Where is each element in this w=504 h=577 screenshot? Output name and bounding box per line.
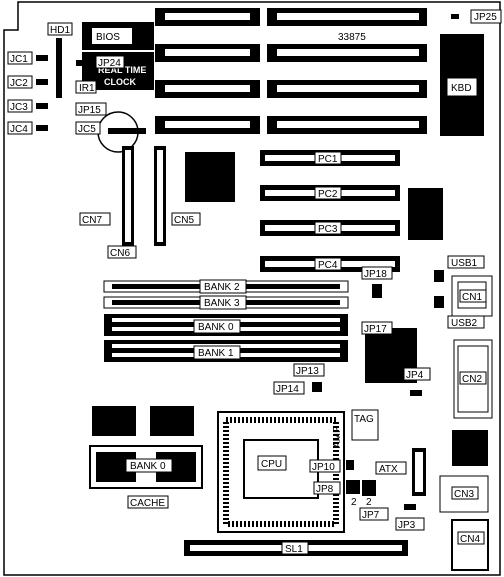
jc1-label: JC1 [10, 54, 28, 65]
jp13-jumper[interactable]: JP13 [293, 363, 325, 377]
usb-port-2 [434, 296, 444, 308]
cache-label-box: CACHE [127, 495, 169, 509]
hd1-label: HD1 [50, 25, 70, 36]
ir1-header[interactable]: IR1 [75, 80, 97, 94]
pci-slot-2: PC2 [260, 185, 400, 201]
atx-label: ATX [379, 464, 398, 475]
cn7-cn6-headers [122, 146, 166, 246]
cn5-connector[interactable]: CN5 [171, 212, 201, 226]
chipset-north [185, 152, 235, 202]
bank-3-label: BANK 3 [204, 298, 240, 309]
jp7-label: JP7 [362, 510, 380, 521]
pci-slot-3: PC3 [260, 220, 400, 236]
jp15-label: JP15 [78, 105, 101, 116]
jp3-label: JP3 [398, 520, 416, 531]
pci-slot-1: PC1 [260, 150, 400, 166]
sl1-label: SL1 [285, 544, 303, 555]
jp13-label: JP13 [296, 366, 319, 377]
kbd-label: KBD [451, 83, 472, 94]
sl1-slot: SL1 [184, 540, 408, 556]
jp17-jumper[interactable]: JP17 [361, 321, 393, 335]
rtc-label-line2: CLOCK [104, 77, 136, 87]
jp4-jumper[interactable]: JP4 [403, 367, 431, 396]
cn7-label: CN7 [82, 215, 102, 226]
cpu-label: CPU [261, 459, 282, 470]
cn3-connector[interactable]: CN3 [439, 430, 489, 513]
jp14-jumper[interactable]: JP14 [273, 381, 322, 395]
pci-4-label: PC4 [318, 260, 338, 271]
usb2-label: USB2 [451, 318, 478, 329]
jp14-label: JP14 [276, 384, 299, 395]
jp8-jumper[interactable]: JP8 2 [313, 480, 360, 508]
pci-1-label: PC1 [318, 154, 338, 165]
jp7-pin-2: 2 [366, 497, 372, 508]
pci-3-label: PC3 [318, 224, 338, 235]
jp7-jumper[interactable]: 2 JP7 [359, 480, 389, 521]
jp3-jumper[interactable]: JP3 [395, 504, 425, 531]
jp15-jumper[interactable]: JP15 [75, 102, 107, 116]
jp24-label: JP24 [98, 58, 121, 69]
jp8-label: JP8 [316, 484, 334, 495]
cn2-label: CN2 [462, 374, 482, 385]
memory-bank-1: BANK 1 [104, 340, 348, 362]
bios-label: BIOS [96, 32, 120, 43]
usb-port-1 [434, 270, 444, 282]
jc4-label: JC4 [10, 124, 28, 135]
tag-label: TAG [354, 414, 374, 425]
kbd-connector: KBD [440, 34, 484, 136]
jc2-jumper[interactable]: JC2 [7, 75, 48, 89]
cn6-connector[interactable]: CN6 [107, 245, 137, 259]
atx-connector[interactable]: ATX [375, 448, 426, 496]
memory-bank-3: BANK 3 [103, 295, 349, 310]
ir1-label: IR1 [79, 83, 95, 94]
cn4-label: CN4 [460, 534, 480, 545]
usb2-connector[interactable]: USB2 [447, 315, 485, 329]
jc2-label: JC2 [10, 78, 28, 89]
isa-slots [155, 8, 427, 134]
memory-bank-0: BANK 0 [104, 314, 348, 336]
jp10-label: JP10 [312, 462, 335, 473]
cn7-connector[interactable]: CN7 [79, 212, 111, 226]
cache-label: CACHE [130, 498, 165, 509]
bios-chip: BIOS [82, 22, 154, 50]
hd1-header[interactable]: HD1 [47, 22, 73, 98]
bank-0-label: BANK 0 [198, 322, 234, 333]
cn5-label: CN5 [174, 215, 194, 226]
cn3-label: CN3 [454, 489, 474, 500]
jc5-jumper[interactable]: JC5 [75, 121, 101, 135]
cache-chips: BANK 0 [89, 406, 203, 489]
jc1-jumper[interactable]: JC1 [7, 51, 48, 65]
board-number: 33875 [338, 32, 366, 43]
jc3-jumper[interactable]: JC3 [7, 99, 48, 113]
bank-2-label: BANK 2 [204, 282, 240, 293]
cn4-connector[interactable]: CN4 [451, 519, 489, 571]
cache-bank-label: BANK 0 [130, 461, 166, 472]
memory-bank-2: BANK 2 [103, 279, 349, 294]
jp24-jumper[interactable]: JP24 [76, 55, 125, 69]
cn6-label: CN6 [110, 248, 130, 259]
jc5-label: JC5 [78, 124, 96, 135]
jp17-label: JP17 [364, 324, 387, 335]
jc3-label: JC3 [10, 102, 28, 113]
jp8-pin-2: 2 [351, 497, 357, 508]
usb1-connector[interactable]: USB1 [447, 255, 485, 269]
jp18-label: JP18 [364, 269, 387, 280]
jp4-label: JP4 [406, 370, 424, 381]
tag-chip: TAG [351, 409, 379, 441]
jp25-label: JP25 [474, 12, 497, 23]
jc4-jumper[interactable]: JC4 [7, 121, 48, 135]
cn2-connector[interactable]: CN2 [453, 339, 493, 419]
cn1-label: CN1 [462, 292, 482, 303]
jp10-jumper[interactable]: JP10 [309, 459, 354, 473]
chipset-small [408, 188, 443, 240]
bank-1-label: BANK 1 [198, 348, 234, 359]
jp25-jumper[interactable]: JP25 [451, 9, 502, 24]
amp-label: AMP [332, 426, 343, 448]
rtc-label-line1: REAL TIME [98, 65, 146, 75]
pci-2-label: PC2 [318, 189, 338, 200]
cn1-connector[interactable]: CN1 [451, 275, 493, 317]
usb1-label: USB1 [451, 258, 478, 269]
jp18-jumper[interactable]: JP18 [361, 266, 393, 298]
